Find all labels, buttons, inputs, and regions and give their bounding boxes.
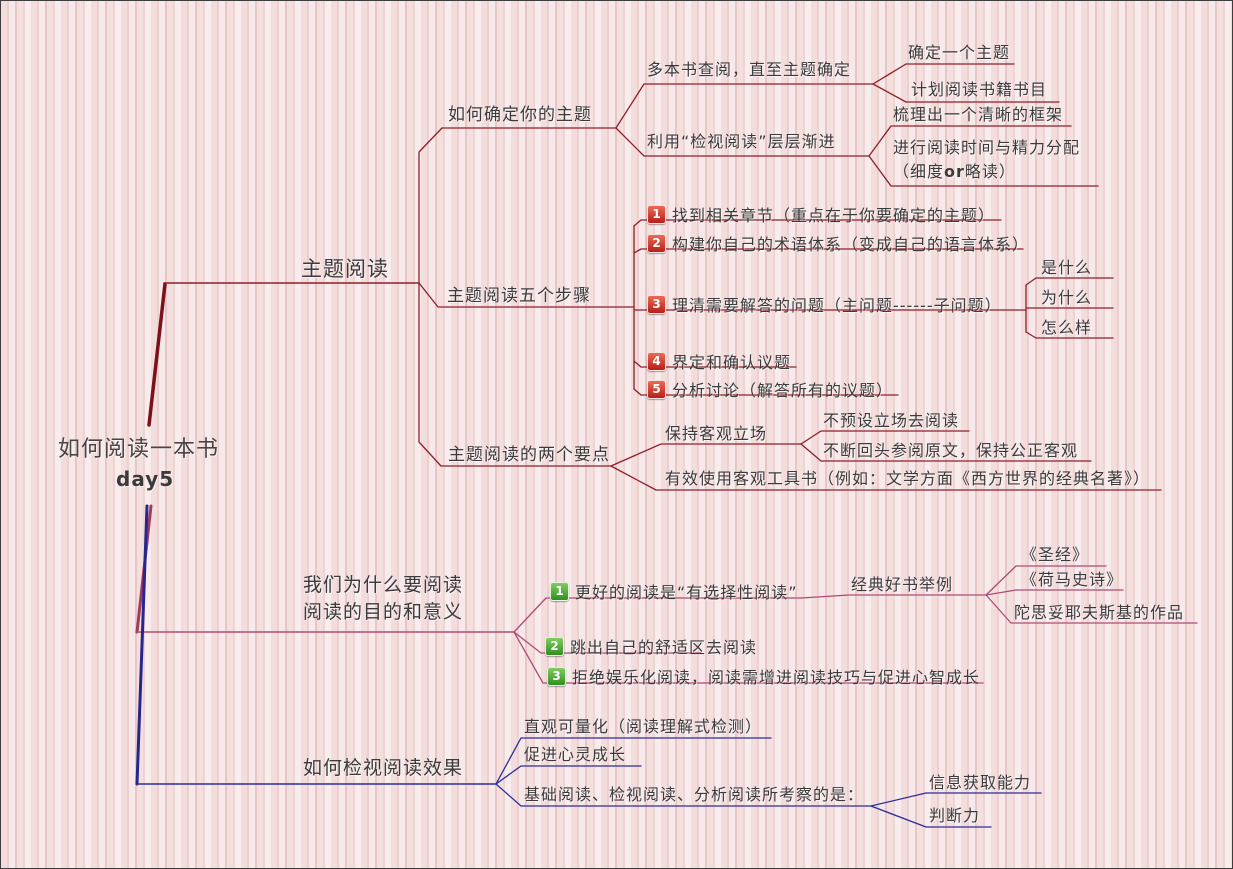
- node-info-ability[interactable]: 信息获取能力: [929, 773, 1032, 792]
- node-why-item-1[interactable]: 1 更好的阅读是“有选择性阅读”: [550, 579, 798, 603]
- step-text: 分析讨论（解答所有的议题）: [672, 381, 894, 400]
- node-quantifiable[interactable]: 直观可量化（阅读理解式检测）: [524, 717, 763, 736]
- node-allocate-time-line1[interactable]: 进行阅读时间与精力分配: [893, 138, 1081, 157]
- item-number-badge: 2: [545, 636, 564, 656]
- allocate-pre: （细度: [893, 162, 945, 181]
- item-number-badge: 1: [550, 581, 569, 601]
- node-why-read-line2[interactable]: 阅读的目的和意义: [303, 601, 464, 623]
- node-determine-subject[interactable]: 如何确定你的主题: [448, 105, 592, 125]
- node-step-1[interactable]: 1 找到相关章节（重点在于你要确定的主题）: [647, 202, 995, 226]
- step-text: 界定和确认议题: [672, 353, 792, 372]
- node-why-item-3[interactable]: 3 拒绝娱乐化阅读，阅读需增进阅读技巧与促进心智成长: [547, 664, 980, 688]
- node-question-how[interactable]: 怎么样: [1041, 318, 1093, 337]
- node-why-read-line1[interactable]: 我们为什么要阅读: [303, 574, 464, 596]
- node-book-homer[interactable]: 《荷马史诗》: [1021, 570, 1124, 589]
- node-no-preset-position[interactable]: 不预设立场去阅读: [823, 411, 960, 430]
- step-number-badge: 3: [647, 294, 666, 314]
- node-two-points[interactable]: 主题阅读的两个要点: [448, 445, 610, 465]
- step-number-badge: 5: [647, 379, 666, 399]
- node-allocate-time-line2[interactable]: （细度or略读）: [893, 162, 1016, 181]
- node-review-effect[interactable]: 如何检视阅读效果: [303, 757, 464, 779]
- node-search-books[interactable]: 多本书查阅，直至主题确定: [647, 60, 852, 79]
- node-confirm-subject[interactable]: 确定一个主题: [908, 43, 1011, 62]
- step-number-badge: 2: [647, 233, 666, 253]
- node-use-inspectional-reading[interactable]: 利用“检视阅读”层层渐进: [647, 132, 836, 151]
- node-step-5[interactable]: 5 分析讨论（解答所有的议题）: [647, 377, 893, 401]
- allocate-post: 略读）: [964, 162, 1016, 181]
- node-step-4[interactable]: 4 界定和确认议题: [647, 349, 791, 373]
- node-question-what[interactable]: 是什么: [1041, 258, 1093, 277]
- node-clear-framework[interactable]: 梳理出一个清晰的框架: [893, 105, 1064, 124]
- step-number-badge: 1: [647, 204, 666, 224]
- node-use-reference-books[interactable]: 有效使用客观工具书（例如：文学方面《西方世界的经典名著》）: [665, 469, 1151, 488]
- node-why-item-2[interactable]: 2 跳出自己的舒适区去阅读: [545, 634, 757, 658]
- node-plan-booklist[interactable]: 计划阅读书籍书目: [911, 80, 1048, 99]
- node-question-why[interactable]: 为什么: [1041, 288, 1093, 307]
- node-step-3[interactable]: 3 理清需要解答的问题（主问题------子问题）: [647, 292, 1002, 316]
- step-text: 找到相关章节（重点在于你要确定的主题）: [672, 206, 996, 225]
- allocate-or: or: [944, 162, 965, 181]
- node-book-bible[interactable]: 《圣经》: [1021, 545, 1090, 564]
- node-stay-objective[interactable]: 保持客观立场: [665, 424, 768, 443]
- node-book-dostoevsky[interactable]: 陀思妥耶夫斯基的作品: [1014, 603, 1185, 622]
- step-text: 构建你自己的术语体系（变成自己的语言体系）: [672, 235, 1030, 254]
- item-text: 拒绝娱乐化阅读，阅读需增进阅读技巧与促进心智成长: [572, 668, 981, 687]
- node-classic-examples[interactable]: 经典好书举例: [851, 575, 954, 594]
- node-topic-reading[interactable]: 主题阅读: [301, 257, 389, 281]
- item-text: 跳出自己的舒适区去阅读: [570, 638, 758, 657]
- node-judgement[interactable]: 判断力: [929, 806, 981, 825]
- item-text: 更好的阅读是“有选择性阅读”: [575, 583, 798, 602]
- node-reading-levels-exam[interactable]: 基础阅读、检视阅读、分析阅读所考察的是：: [524, 785, 865, 804]
- step-number-badge: 4: [647, 351, 666, 371]
- node-refer-original[interactable]: 不断回头参阅原文，保持公正客观: [823, 441, 1079, 460]
- node-mind-growth[interactable]: 促进心灵成长: [524, 745, 627, 764]
- node-five-steps[interactable]: 主题阅读五个步骤: [447, 286, 591, 306]
- item-number-badge: 3: [547, 666, 566, 686]
- step-text: 理清需要解答的问题（主问题------子问题）: [672, 296, 1002, 315]
- root-topic[interactable]: 如何阅读一本书: [58, 437, 220, 462]
- node-step-2[interactable]: 2 构建你自己的术语体系（变成自己的语言体系）: [647, 231, 1029, 255]
- root-subtitle[interactable]: day5: [116, 467, 175, 491]
